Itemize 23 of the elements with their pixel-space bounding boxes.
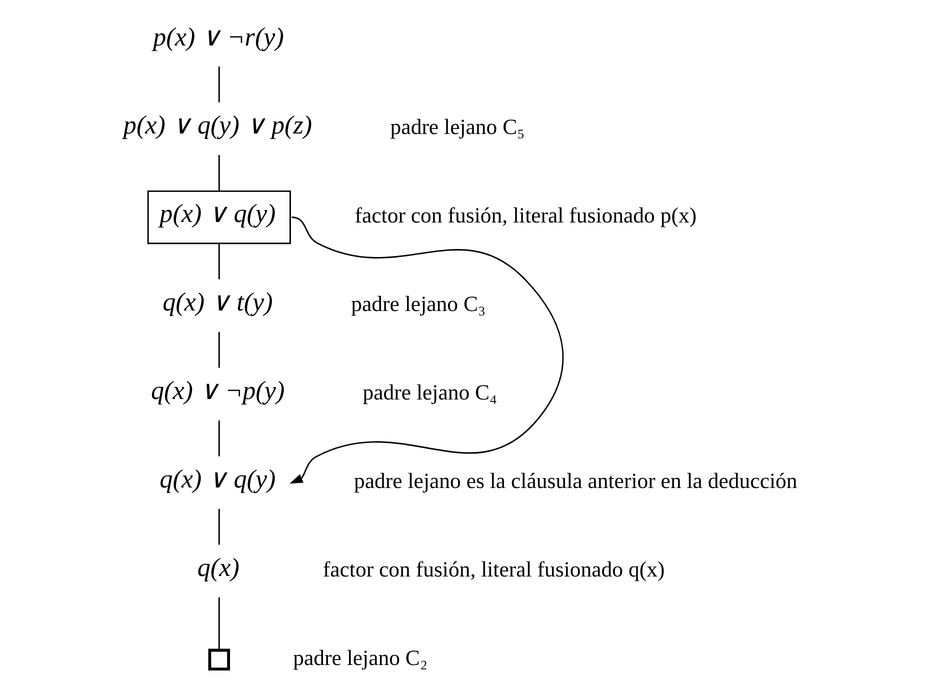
node-label: padre lejano es la cláusula anterior en la deducción xyxy=(354,468,797,493)
connector xyxy=(218,155,220,191)
node-text: p(x) ∨ q(y) ∨ p(z) xyxy=(122,110,312,140)
node-box: p(x) ∨ q(y) xyxy=(146,190,290,244)
node-label: padre lejano C₄ xyxy=(362,380,497,404)
connector xyxy=(218,420,220,456)
connector xyxy=(218,508,220,545)
node-box xyxy=(208,648,230,671)
node-text: q(x) ∨ ¬p(y) xyxy=(150,376,284,406)
node-text: p(x) ∨ ¬r(y) xyxy=(152,22,284,52)
connector xyxy=(218,244,220,280)
connector xyxy=(218,332,220,368)
node-label: factor con fusión, literal fusionado q(x) xyxy=(322,557,664,582)
node-text: q(x) xyxy=(196,553,239,582)
connector xyxy=(218,66,220,102)
node-label: padre lejano C₃ xyxy=(350,292,486,316)
node-text: q(x) ∨ q(y) xyxy=(159,464,276,494)
connector xyxy=(218,597,220,650)
node-text: q(x) ∨ t(y) xyxy=(162,288,272,317)
node-label: padre lejano C₅ xyxy=(390,114,524,139)
arrow xyxy=(289,216,564,484)
node-label: padre lejano C₂ xyxy=(292,646,428,670)
node-label: factor con fusión, literal fusionado p(x) xyxy=(354,203,696,228)
